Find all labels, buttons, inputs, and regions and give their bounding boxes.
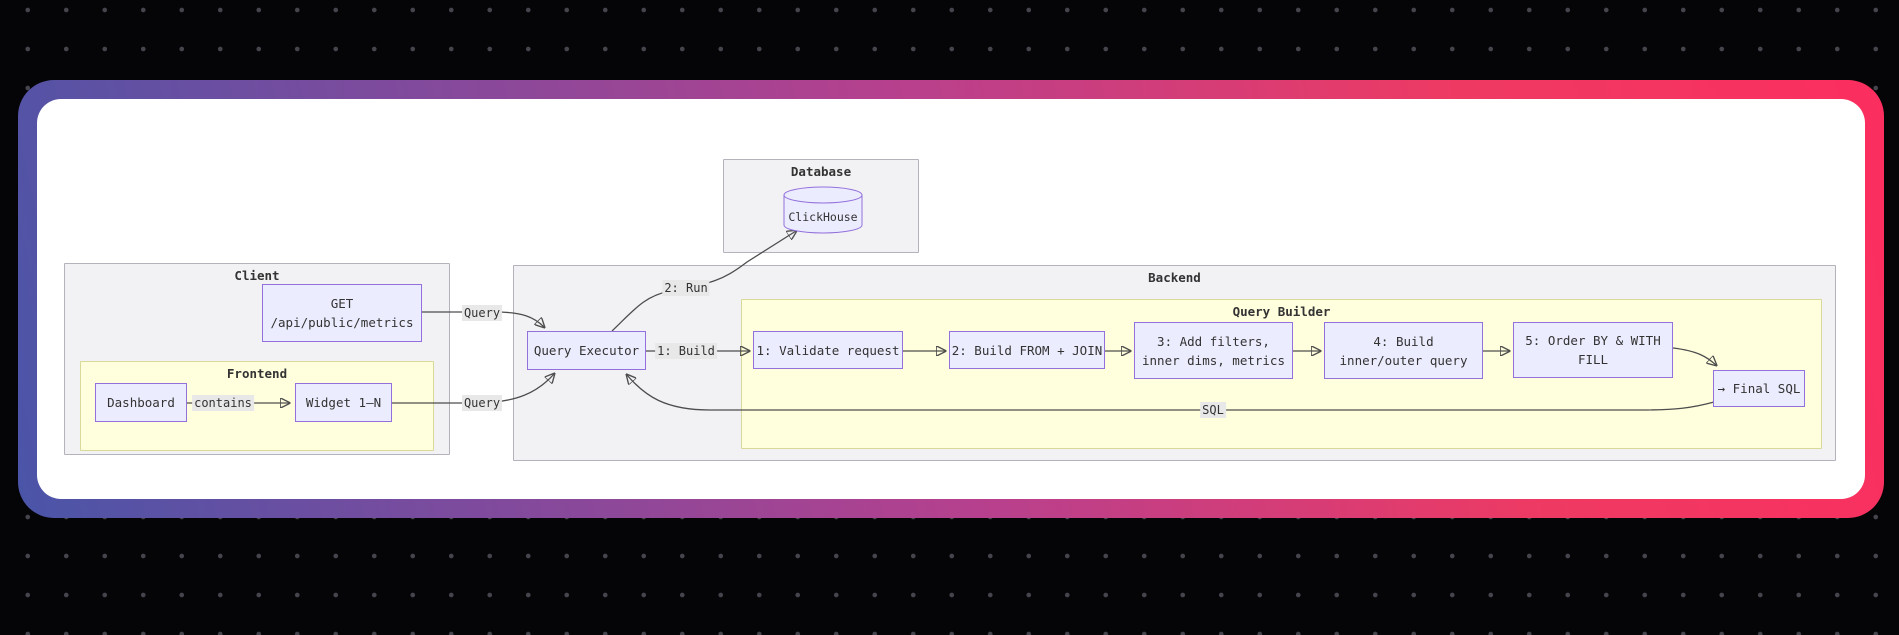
node-filters: 3: Add filters, inner dims, metrics (1134, 322, 1293, 379)
node-label: 2: Build FROM + JOIN (951, 342, 1103, 358)
node-label: Widget 1–N (305, 395, 382, 410)
cluster-label-client: Client (234, 268, 280, 283)
node-get: GET/api/public/metrics (262, 284, 422, 342)
edge-orderfill-to-finalsql (1672, 347, 1716, 365)
node-from_join: 2: Build FROM + JOIN (949, 331, 1105, 369)
node-widget: Widget 1–N (295, 383, 392, 422)
node-label: → Final SQL (1717, 381, 1801, 396)
edge-finalsql-to-executor-sql (627, 375, 1715, 411)
cluster-label-query_builder: Query Builder (1232, 304, 1331, 319)
node-label: inner dims, metrics (1142, 352, 1285, 368)
edge-label-query_widget: Query (461, 395, 503, 411)
node-label: 5: Order BY & WITH (1525, 333, 1661, 348)
node-validate: 1: Validate request (753, 331, 903, 369)
cluster-label-database: Database (790, 164, 852, 179)
node-clickhouse: ClickHouse (783, 186, 863, 236)
node-label: 4: Build (1373, 333, 1434, 349)
edge-label-contains: contains (192, 395, 254, 411)
node-label: FILL (1577, 352, 1609, 367)
node-label: Dashboard (107, 395, 175, 410)
node-label: 3: Add filters, (1157, 333, 1270, 349)
edge-label-build: 1: Build (655, 343, 717, 359)
node-inner_outer: 4: Build inner/outer query (1324, 322, 1483, 379)
cluster-label-backend: Backend (1148, 270, 1201, 285)
node-label: GET (330, 296, 354, 311)
node-label: 1: Validate request (756, 342, 900, 358)
node-dashboard: Dashboard (95, 383, 187, 422)
node-label: Query Executor (533, 343, 640, 358)
node-order_fill: 5: Order BY & WITH FILL (1513, 322, 1673, 378)
cluster-label-frontend: Frontend (226, 366, 288, 381)
node-final_sql: → Final SQL (1713, 370, 1805, 407)
node-label: inner/outer query (1339, 352, 1468, 368)
edge-label-run: 2: Run (662, 280, 710, 296)
node-label: ClickHouse (788, 209, 858, 224)
node-label: /api/public/metrics (270, 315, 414, 330)
edge-label-sql: SQL (1200, 402, 1226, 418)
node-query_executor: Query Executor (527, 331, 646, 370)
edge-label-query_get: Query (461, 305, 503, 321)
database-cylinder-icon (783, 186, 863, 234)
